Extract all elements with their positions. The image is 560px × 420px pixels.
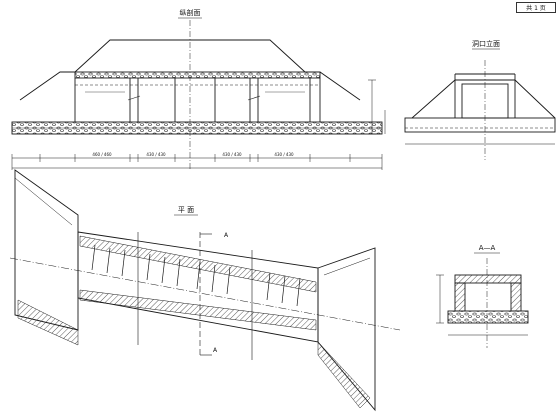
longitudinal-section: 纵剖面 — [11, 8, 386, 170]
dim-label-2: 430 / 430 — [146, 152, 166, 157]
dim-label-1: 460 / 460 — [92, 152, 112, 157]
longitudinal-title: 纵剖面 — [180, 8, 201, 17]
portal-elevation: 洞口立面 — [404, 39, 556, 160]
lower-hatched-band — [79, 289, 317, 331]
deck-slab — [74, 71, 321, 79]
transverse-ribs — [91, 244, 301, 307]
section-top-slab — [454, 274, 522, 284]
section-mark-top: A — [224, 232, 229, 239]
portal-base — [404, 117, 556, 133]
dim-label-4: 430 / 430 — [274, 152, 294, 157]
plan-title: 平 面 — [178, 206, 194, 214]
section-base — [447, 310, 529, 324]
section-a-a: A—A — [436, 244, 529, 348]
pier-group — [74, 78, 321, 122]
dim-label-3: 430 / 430 — [222, 152, 242, 157]
plan-view: 平 面 — [9, 169, 401, 412]
sheet-marker: 共 1 页 — [526, 5, 546, 12]
section-mark-bottom: A — [213, 347, 218, 354]
portal-title: 洞口立面 — [472, 39, 500, 48]
section-title: A—A — [479, 244, 496, 252]
sheet-marker-box: 共 1 页 — [516, 2, 556, 13]
